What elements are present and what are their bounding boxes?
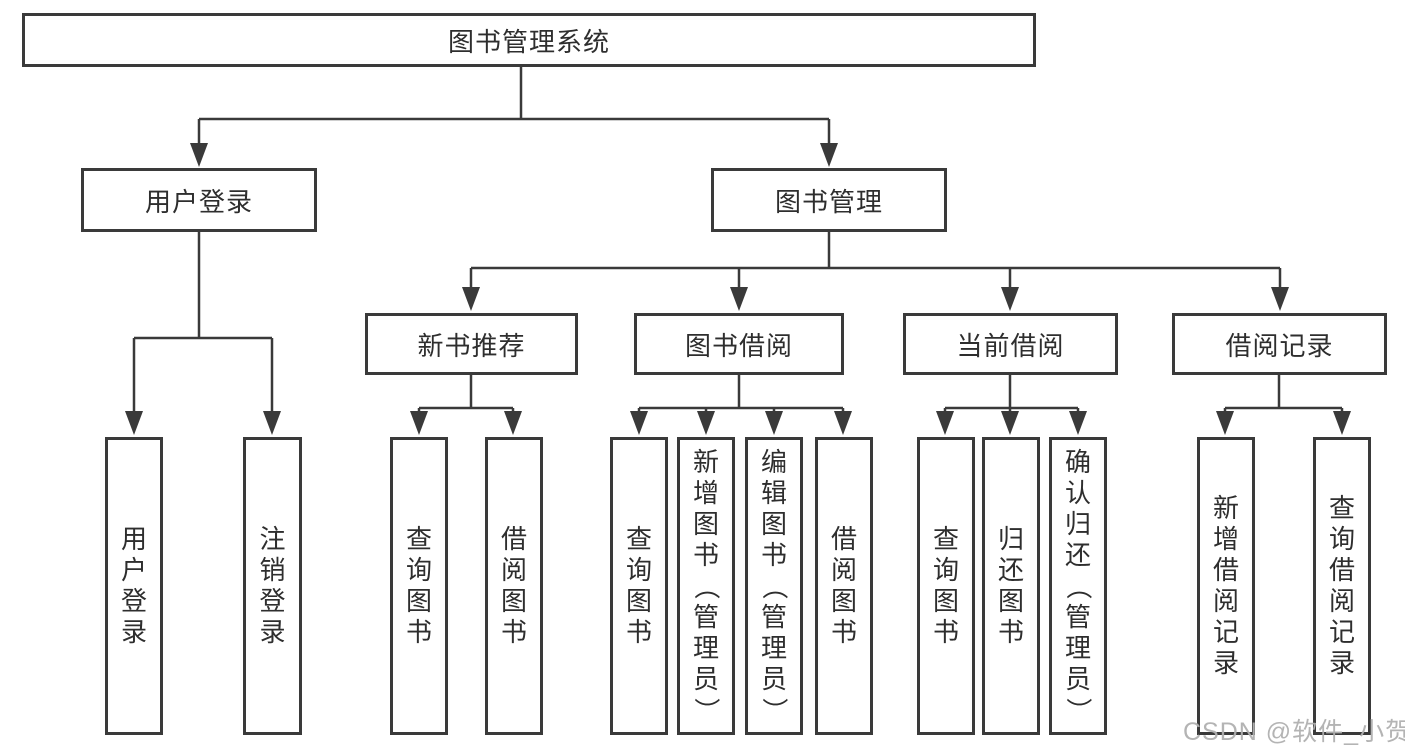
leaf-current-query-books: 查询图书 [917, 437, 975, 735]
node-current-borrow: 当前借阅 [903, 313, 1118, 375]
node-borrow-records: 借阅记录 [1172, 313, 1387, 375]
leaf-recommend-query-books: 查询图书 [390, 437, 448, 735]
connector-borrow-records-to-leaves [1223, 374, 1344, 420]
node-book-borrow: 图书借阅 [634, 313, 844, 375]
leaf-add-books-admin: 新增图书（管理员） [677, 437, 735, 735]
leaf-edit-books-admin: 编辑图书（管理员） [745, 437, 803, 735]
leaf-add-borrow-record: 新增借阅记录 [1197, 437, 1255, 735]
leaf-borrow-query-books: 查询图书 [610, 437, 668, 735]
arrowheads [125, 143, 1351, 435]
node-user-login: 用户登录 [81, 168, 317, 232]
connector-book-management-to-level3 [469, 231, 1282, 296]
node-new-book-recommend: 新书推荐 [365, 313, 578, 375]
leaf-confirm-return-admin: 确认归还（管理员） [1049, 437, 1107, 735]
connector-root-to-level2 [197, 65, 831, 150]
csdn-watermark: CSDN @软件_小贺同学 [1183, 718, 1405, 746]
node-book-management: 图书管理 [711, 168, 947, 232]
connector-new-book-recommend-to-leaves [417, 374, 515, 420]
leaf-user-login: 用户登录 [105, 437, 163, 735]
node-root: 图书管理系统 [22, 13, 1036, 67]
connector-book-borrow-to-leaves [637, 374, 845, 420]
connector-user-login-to-leaves [132, 231, 274, 420]
leaf-borrow-books: 借阅图书 [815, 437, 873, 735]
leaf-logout: 注销登录 [243, 437, 302, 735]
leaf-recommend-borrow-books: 借阅图书 [485, 437, 543, 735]
leaf-return-books: 归还图书 [982, 437, 1040, 735]
leaf-query-borrow-record: 查询借阅记录 [1313, 437, 1371, 735]
